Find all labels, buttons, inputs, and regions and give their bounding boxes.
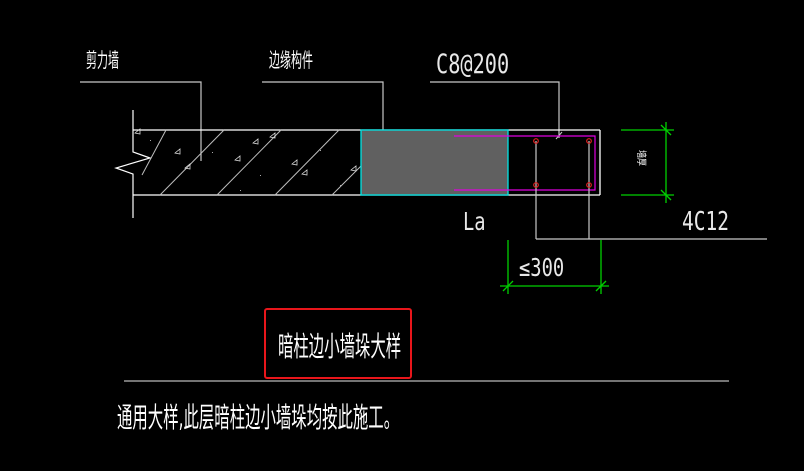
detail-note: 通用大样,此层暗柱边小墙垛均按此施工。 bbox=[117, 401, 400, 434]
aggregate-marks bbox=[134, 128, 357, 176]
title-highlight-box bbox=[264, 308, 412, 379]
wall-thickness-dimension bbox=[621, 122, 674, 203]
edge-member-label: 边缘构件 bbox=[269, 48, 313, 72]
longitudinal-bars bbox=[533, 138, 592, 188]
shear-wall-leader bbox=[80, 81, 202, 161]
concrete-hatch bbox=[141, 129, 362, 196]
stirrup-rebar bbox=[454, 135, 596, 191]
width-dimension-label: ≤300 bbox=[519, 253, 565, 282]
wall-thickness-label: 墙厚 bbox=[635, 150, 646, 166]
break-line bbox=[114, 110, 152, 218]
width-dimension bbox=[500, 240, 609, 294]
detail-title: 暗柱边小墙垛大样 bbox=[278, 330, 402, 363]
anchorage-length-label: La bbox=[463, 207, 486, 236]
main-bars-label: 4C12 bbox=[682, 207, 729, 237]
edge-member-block bbox=[360, 129, 509, 196]
shear-wall-label: 剪力墙 bbox=[86, 48, 119, 72]
stirrup-leader bbox=[430, 81, 560, 138]
stirrup-spec-label: C8@200 bbox=[436, 49, 510, 80]
